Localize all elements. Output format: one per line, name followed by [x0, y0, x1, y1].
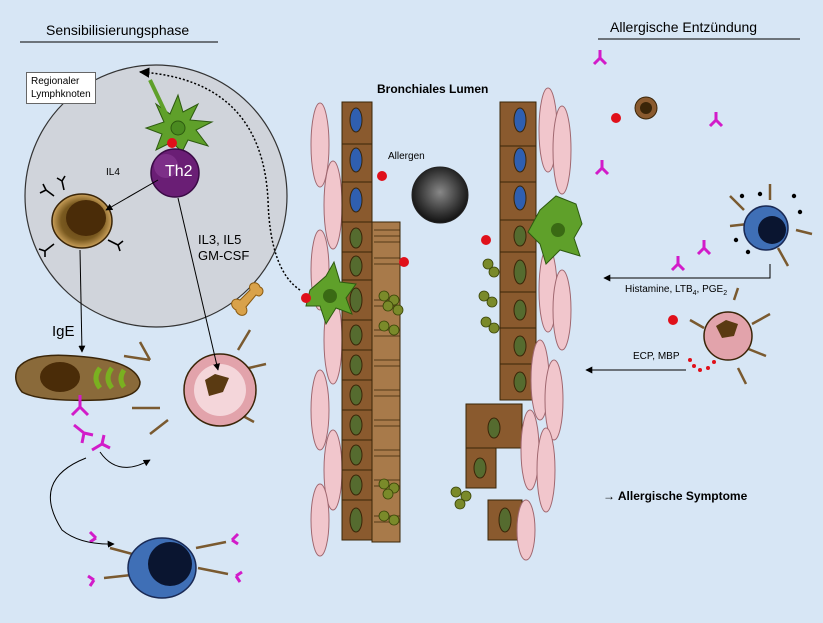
il4-arrow	[105, 179, 159, 211]
right-epithelium	[465, 101, 537, 541]
left-pink-cells	[310, 102, 343, 557]
to-basophil-arrow	[49, 457, 115, 548]
basophil-activated	[729, 184, 813, 267]
free-ige	[592, 50, 724, 272]
released-granules-black	[733, 191, 803, 255]
left-epithelium	[341, 101, 401, 543]
lymph-node-label: Regionaler Lymphknoten	[26, 72, 96, 104]
plasma-cell	[15, 354, 141, 402]
allergen-label: Allergen	[388, 151, 425, 162]
mediators-label: Histamine, LTB4, PGE2	[625, 284, 727, 297]
b-cell	[38, 175, 124, 257]
basophil-ige	[87, 530, 243, 587]
dendritic-migration-arrow	[138, 67, 301, 291]
mediators-sub1: 4	[692, 290, 697, 297]
ecp-label: ECP, MBP	[633, 351, 680, 362]
lymph-node-label-line1: Regionaler	[31, 76, 80, 87]
right-mucus	[450, 258, 500, 510]
mediators-sub2: 2	[723, 290, 728, 297]
mediators-mid: , PGE	[696, 284, 724, 295]
il4-label: IL4	[106, 167, 120, 178]
il3-arrow	[177, 197, 220, 371]
mast-cell	[123, 329, 267, 435]
dendritic-cell-right	[527, 195, 583, 265]
left-title: Sensibilisierungsphase	[46, 22, 190, 38]
il3-il5-label: IL3, IL5	[198, 232, 242, 247]
mediators-text: Histamine, LTB	[625, 284, 693, 295]
allergen-particle	[411, 166, 469, 224]
gmcsf-label: GM-CSF	[198, 248, 250, 263]
ige-label: IgE	[52, 323, 75, 340]
histamine-arrow	[603, 264, 771, 282]
dendritic-cell-epithelium	[301, 260, 357, 326]
th2-cell	[150, 148, 200, 198]
left-mucus	[378, 290, 404, 526]
monocyte	[634, 96, 658, 120]
symptoms-arrow: →	[603, 489, 615, 503]
right-title: Allergische Entzündung	[610, 19, 758, 35]
bone-icon	[231, 282, 264, 316]
lumen-label: Bronchiales Lumen	[377, 82, 489, 96]
dendritic-cell-lymph	[144, 79, 214, 153]
symptoms-text: Allergische Symptome	[617, 489, 748, 503]
lymph-node	[24, 64, 288, 328]
th2-label: Th2	[165, 163, 193, 180]
ige-antibodies	[70, 395, 111, 452]
to-mast-arrow	[99, 451, 151, 468]
lymph-node-label-line2: Lymphknoten	[31, 89, 91, 100]
symptoms-label: → Allergische Symptome	[603, 489, 747, 503]
eosinophil	[689, 287, 771, 385]
basophil-cell	[103, 537, 229, 599]
right-pink-cells	[516, 87, 572, 561]
ige-arrow	[78, 249, 86, 353]
released-granules-red	[688, 358, 716, 372]
